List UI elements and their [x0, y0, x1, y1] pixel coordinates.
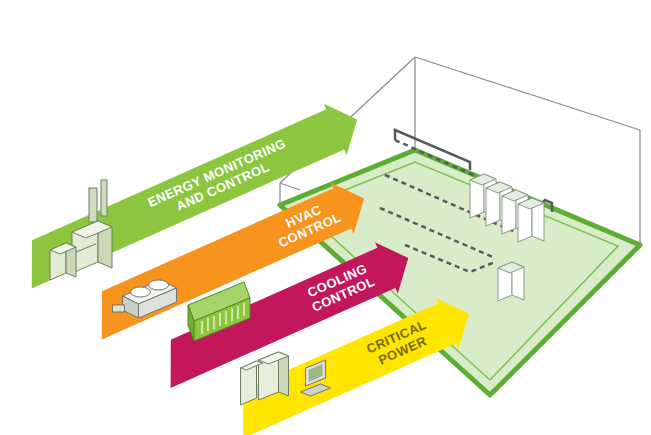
band-arrow — [81, 173, 375, 345]
equipment-icon — [240, 352, 330, 405]
equipment-icon — [112, 280, 176, 318]
equipment-icon — [50, 180, 112, 280]
band-arrow — [222, 288, 480, 435]
equipment-icon — [188, 282, 250, 341]
